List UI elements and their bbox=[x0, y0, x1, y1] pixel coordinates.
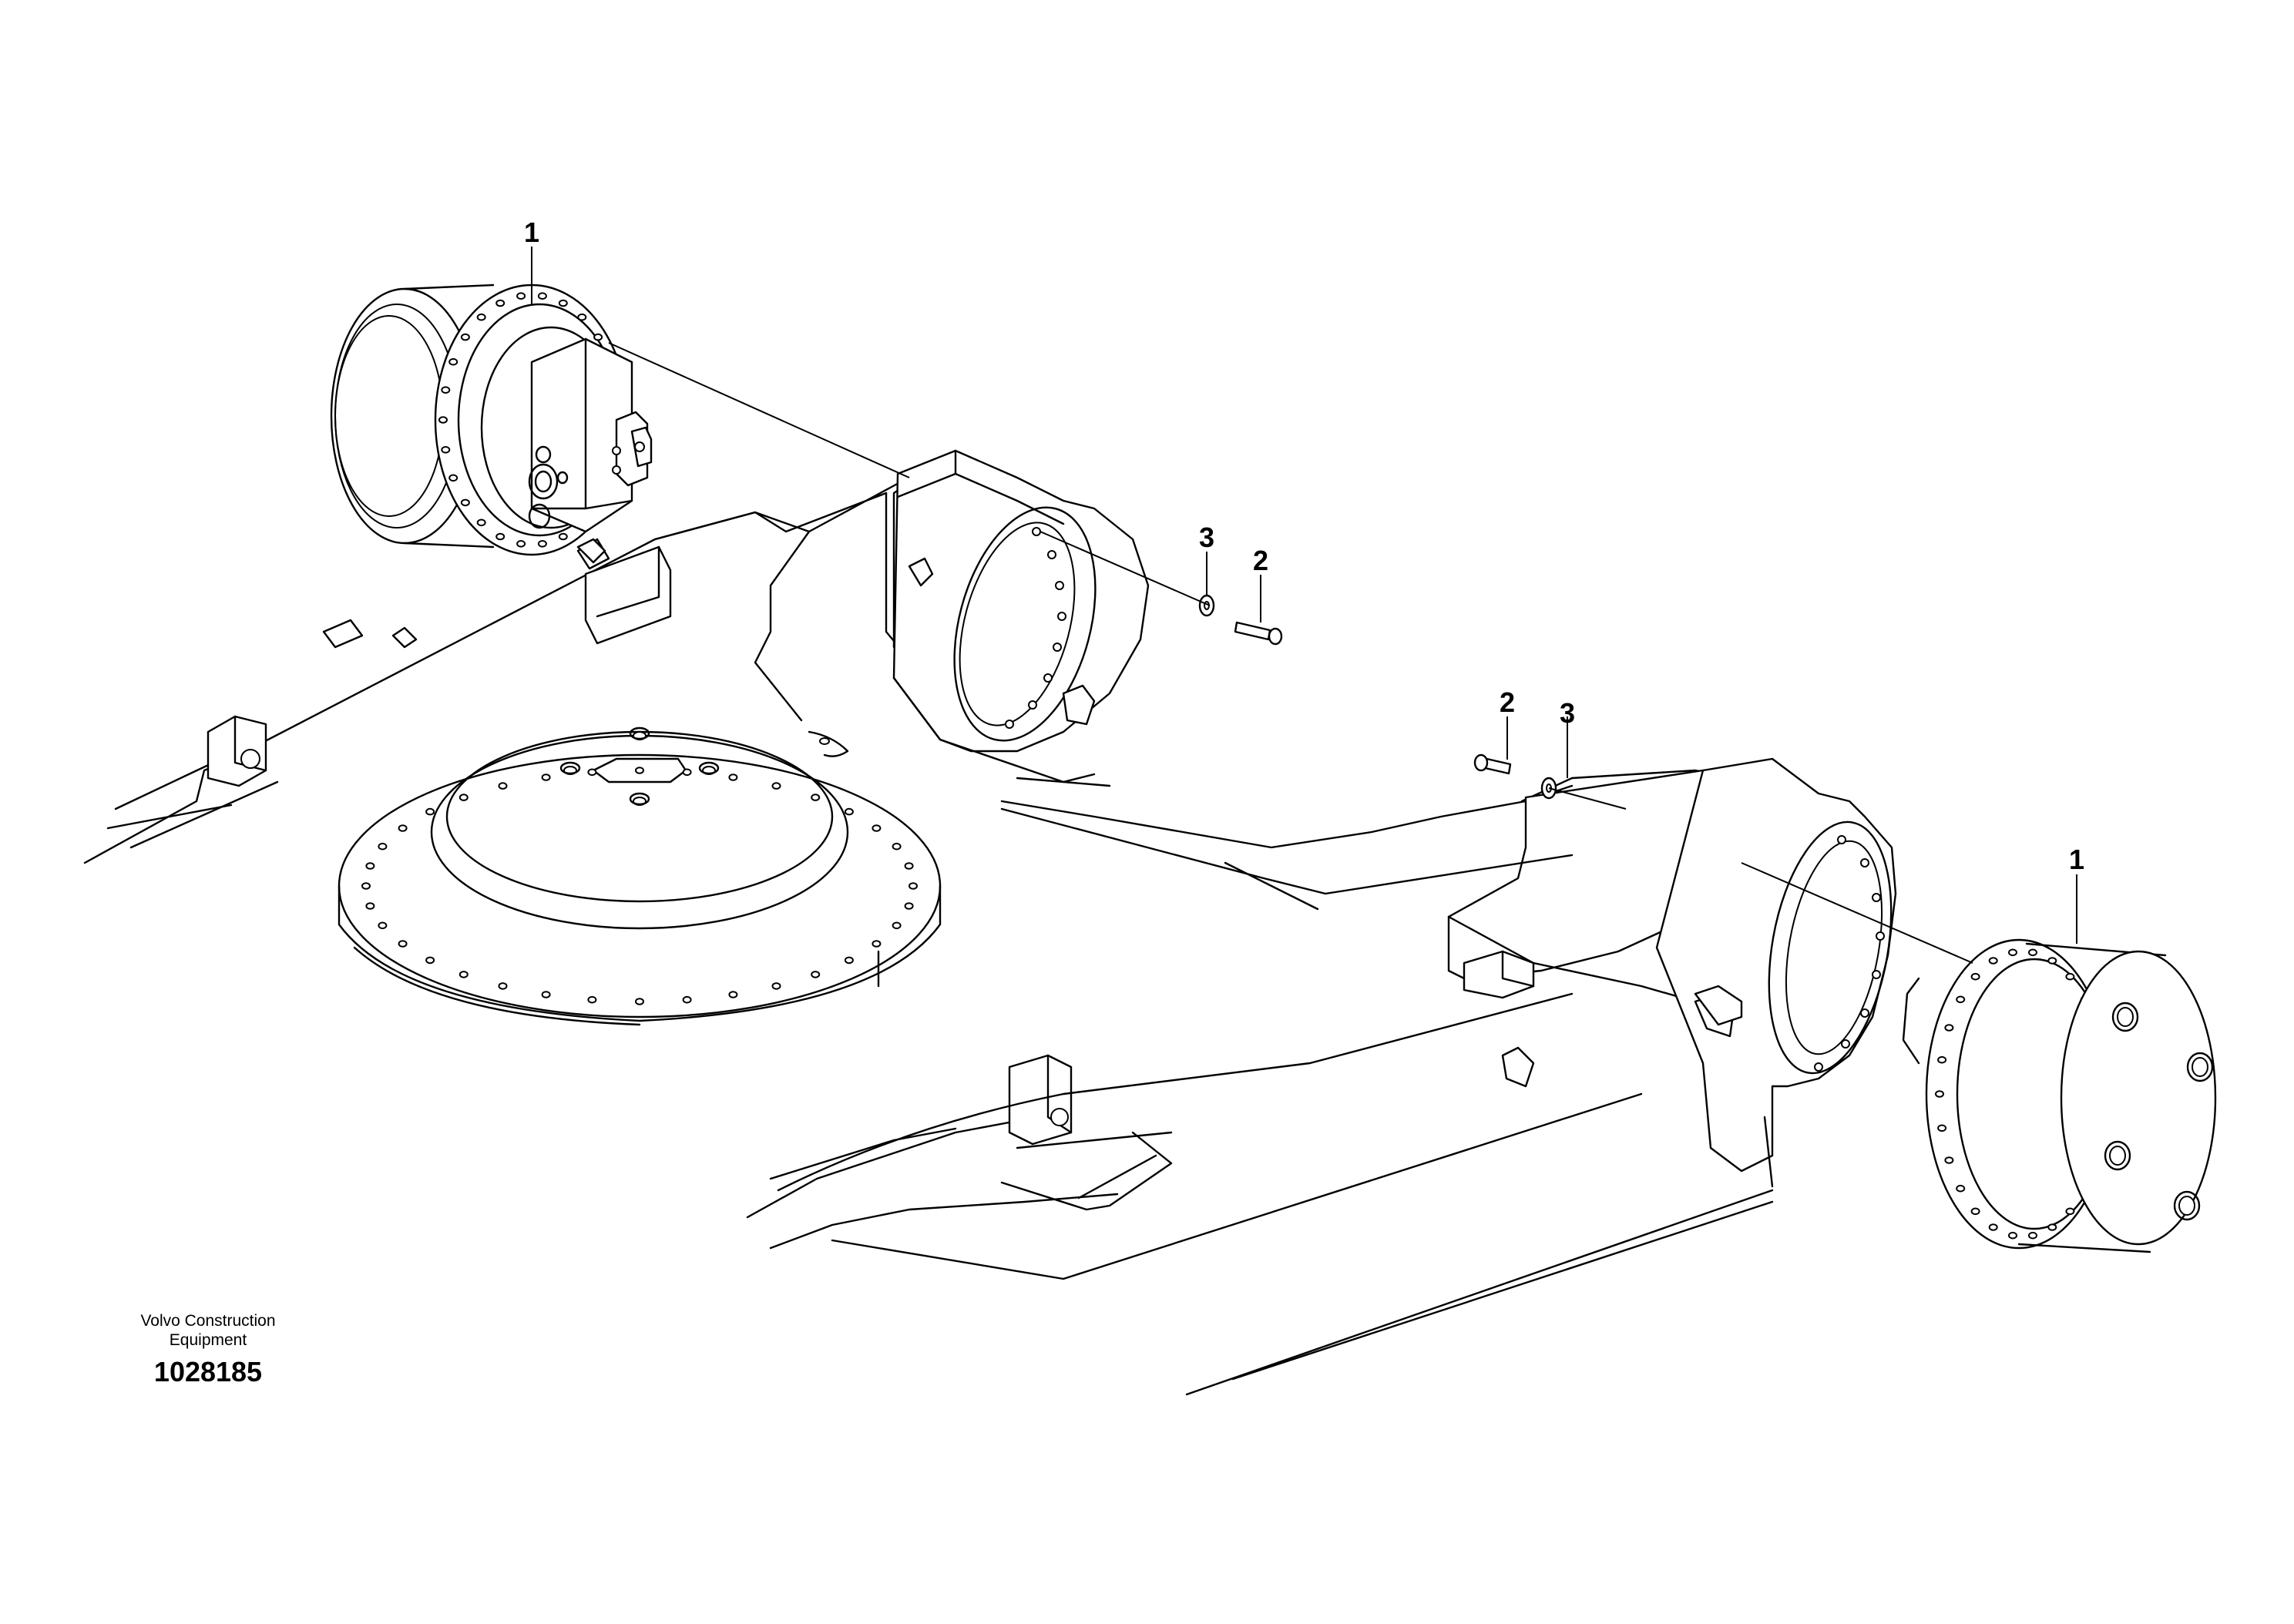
bolt-hole bbox=[498, 982, 508, 990]
manufacturer-name-line1: Volvo Construction bbox=[140, 1312, 276, 1330]
bolt-hole bbox=[1988, 1223, 1998, 1231]
bolt-hole bbox=[728, 991, 738, 998]
bolt-hole bbox=[460, 333, 470, 341]
bolt-hole bbox=[1937, 1124, 1947, 1132]
bolt-hole bbox=[2065, 1207, 2075, 1216]
bolt-hole bbox=[1956, 995, 1966, 1004]
bolt-hole bbox=[892, 921, 902, 930]
bolt-hole bbox=[425, 956, 435, 965]
bolt-hole bbox=[587, 995, 597, 1004]
callout-washer-left-side: 3 bbox=[1560, 697, 1575, 729]
undercarriage-frame bbox=[83, 449, 1897, 1396]
bolt-hole bbox=[2008, 1231, 2017, 1240]
bolt-hole bbox=[441, 386, 451, 394]
drawing-number: 1028185 bbox=[153, 1356, 263, 1387]
bolt-hole bbox=[516, 540, 526, 548]
callout-motor-right: 1 bbox=[2069, 844, 2084, 875]
bolt-hole bbox=[1944, 1024, 1954, 1032]
travel-motor-left bbox=[330, 284, 653, 564]
bolt-hole bbox=[1970, 1207, 1980, 1216]
bolt-hole bbox=[844, 956, 854, 965]
bolt-hole bbox=[2047, 1223, 2057, 1231]
bolt-hole bbox=[872, 824, 882, 832]
bolt-hole bbox=[398, 824, 408, 832]
bolt-hole bbox=[635, 998, 644, 1005]
bolt-hole bbox=[904, 862, 914, 870]
callout-bolt-right-side: 2 bbox=[1253, 545, 1268, 576]
bolt-hole bbox=[2028, 1231, 2037, 1240]
bolt-hole bbox=[2047, 957, 2057, 965]
bolt-hole bbox=[541, 991, 551, 998]
bolt-hole bbox=[1944, 1156, 1954, 1164]
bolt-hole bbox=[495, 299, 505, 307]
bolt-hole bbox=[682, 768, 692, 777]
bolt-hole bbox=[2065, 972, 2075, 981]
callout-washer-right-side: 3 bbox=[1199, 522, 1214, 553]
bolt-hole bbox=[378, 842, 388, 851]
bolt-hole bbox=[460, 498, 470, 507]
bolt-hole bbox=[593, 333, 603, 341]
bolt-right-side bbox=[1234, 621, 1283, 646]
bolt-hole bbox=[537, 292, 547, 300]
bolt-hole bbox=[577, 313, 587, 321]
bolt-hole bbox=[516, 292, 526, 300]
bolt-hole bbox=[365, 862, 375, 870]
bolt-hole bbox=[2028, 948, 2037, 957]
bolt-hole bbox=[425, 807, 435, 816]
bolt-hole bbox=[361, 882, 371, 890]
bolt-hole bbox=[2008, 948, 2017, 957]
bolt-hole bbox=[872, 940, 882, 948]
bolt-hole bbox=[1937, 1055, 1947, 1064]
bolt-hole bbox=[378, 921, 388, 930]
bolt-hole bbox=[458, 794, 469, 801]
bolt-hole bbox=[771, 782, 781, 790]
bolt-hole bbox=[365, 902, 375, 910]
bolt-hole bbox=[498, 782, 508, 790]
bolt-left-side bbox=[1473, 753, 1512, 775]
bolt-hole bbox=[537, 540, 547, 548]
bolt-hole bbox=[495, 532, 505, 541]
bolt-hole bbox=[892, 842, 902, 851]
bolt-hole bbox=[844, 807, 854, 816]
bolt-hole bbox=[1970, 972, 1980, 981]
bolt-hole bbox=[728, 773, 738, 781]
bolt-hole bbox=[448, 474, 458, 482]
manufacturer-name: Volvo Construction Equipment bbox=[116, 1311, 301, 1350]
bolt-hole bbox=[1935, 1090, 1944, 1098]
slewing-ring bbox=[338, 726, 942, 1026]
bolt-hole bbox=[1988, 957, 1998, 965]
callout-bolt-left-side: 2 bbox=[1500, 686, 1515, 718]
bolt-hole bbox=[1956, 1184, 1966, 1193]
bolt-hole bbox=[811, 971, 821, 978]
bolt-hole bbox=[541, 773, 551, 781]
bolt-hole bbox=[909, 882, 918, 890]
travel-motor-right bbox=[1902, 938, 2217, 1253]
bolt-hole bbox=[438, 416, 448, 424]
manufacturer-name-line2: Equipment bbox=[169, 1331, 247, 1349]
bolt-hole bbox=[904, 902, 914, 910]
bolt-hole bbox=[811, 794, 821, 801]
bolt-hole bbox=[476, 313, 486, 321]
bolt-hole bbox=[635, 767, 644, 774]
bolt-hole bbox=[771, 982, 781, 990]
bolt-hole bbox=[448, 357, 458, 366]
washer-right-side bbox=[1198, 594, 1215, 617]
bolt-hole bbox=[458, 971, 469, 978]
bolt-hole bbox=[682, 995, 692, 1004]
bolt-hole bbox=[558, 299, 568, 307]
bolt-hole bbox=[441, 446, 451, 454]
leader-lines bbox=[531, 247, 2077, 964]
bolt-hole bbox=[476, 518, 486, 527]
bolt-hole bbox=[558, 532, 568, 541]
bolt-hole bbox=[398, 940, 408, 948]
bolt-hole bbox=[587, 768, 597, 777]
callout-motor-left: 1 bbox=[524, 216, 539, 248]
